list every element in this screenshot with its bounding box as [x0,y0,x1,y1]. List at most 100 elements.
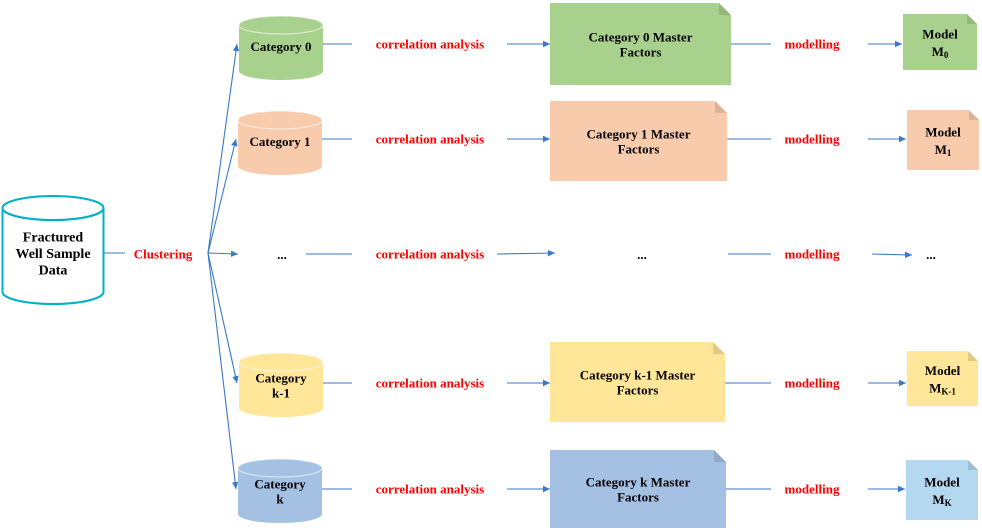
row-0-category-cylinder-top [238,15,324,35]
row-0-model-subscript: 0 [944,50,949,60]
row-0-factors-label-line: Category 0 Master [589,29,693,44]
row-3-model-note [907,351,978,406]
row-4-model-note-fold [968,460,978,470]
row-1-model-note-shape [907,110,979,170]
row-0-model-symbol: M0 [932,44,949,61]
row-3-model-symbol: MK-1 [929,380,956,397]
row-1-model-symbol: M1 [935,142,952,159]
source-label-line: Data [39,263,68,278]
row-0-category-cylinder-body [239,25,323,80]
row-0-category-label: Category 0 [250,39,311,54]
row-0-category-label-line: Category 0 [250,39,311,54]
row-4-model-symbol-letter: M [932,492,944,507]
row-3-category-cylinder-body [239,362,323,417]
row-1-model-note [907,110,979,170]
row-3-model-subscript: K-1 [941,387,956,397]
row-0-model-title: Model [922,27,958,42]
row-3-category-cylinder [238,352,324,417]
clustering-to-row-1-arrow [207,138,238,254]
row-0-model-note-fold [967,14,977,24]
clustering-to-row-2-arrow [207,250,239,257]
row-3-model-note-fold [968,351,978,361]
row-1-modelling-label: modelling [785,132,840,147]
clustering-label: Clustering [134,247,193,262]
row-4-category-label-line: k [276,491,284,506]
clustering-to-row-0-arrow [207,43,240,254]
row-4-model-subscript: K [945,498,952,508]
row-4-model-symbol: MK [932,492,951,509]
row-1-category-label: Category 1 [249,134,310,149]
row-0-analysis-label: correlation analysis [376,37,484,52]
row-4-factors-note-fold [714,450,726,462]
row-4-category-cylinder-body [238,468,322,523]
row-0-factors-label-line: Factors [620,44,662,59]
row-3-factors-note-fold [713,342,725,354]
row-2-model-ellipsis: ... [926,247,936,262]
row-2-modelling-label: modelling [785,247,840,262]
row-4-factors-label-line: Factors [617,489,659,504]
row-3-category-cylinder-top [238,352,324,372]
row-3-analysis-label: correlation analysis [376,376,484,391]
row-2-analysis-label: correlation analysis [376,247,484,262]
row-3-modelling-label: modelling [785,376,840,391]
row-0-category-cylinder [238,15,324,80]
row-2-category-ellipsis: ... [277,247,287,262]
row-0-factors-note [550,3,731,85]
clustering-to-row-3-arrow [207,252,239,384]
row-4-factors-note-shape [550,450,726,528]
row-2-factors-ellipsis-line: ... [637,247,647,262]
row-0-modelling-label: modelling [785,37,840,52]
row-4-modelling-label: modelling [785,482,840,497]
row-1-model-note-fold [969,110,979,120]
row-1-model-subscript: 1 [947,148,952,158]
clustering-to-row-4-arrow [207,252,239,490]
row-4-analysis-label: correlation analysis [376,482,484,497]
source-label-line: Fractured [23,230,84,245]
row-1-factors-note-shape [550,101,727,181]
row-4-category-label-line: Category [254,476,306,491]
row-1-factors-label-line: Category 1 Master [587,126,691,141]
row-3-factors-note-shape [550,342,725,422]
row-3-model-note-shape [907,351,978,406]
row-4-category-cylinder [237,458,323,523]
row-4-model-title: Model [924,475,960,490]
row-4-model-note [906,460,978,520]
row-4-model-note-shape [906,460,978,520]
row-2-arrow-d [871,251,913,259]
row-4-category-cylinder-top [237,458,323,478]
row-3-category-label-line: k-1 [272,385,290,400]
row-2-arrow-b [496,249,556,257]
row-2-factors-ellipsis: ... [637,247,647,262]
row-3-factors-label-line: Category k-1 Master [580,367,696,382]
row-2-category-ellipsis-line: ... [277,247,287,262]
row-1-factors-note [550,101,727,181]
row-1-model-title: Model [925,125,961,140]
source-cylinder [1,195,105,305]
row-1-category-cylinder-top [237,110,323,130]
row-2-model-ellipsis-line: ... [926,247,936,262]
row-1-analysis-label: correlation analysis [376,132,484,147]
row-1-factors-label-line: Factors [618,141,660,156]
row-1-category-cylinder [237,110,323,175]
row-1-model-symbol-letter: M [935,142,947,157]
row-0-factors-note-fold [719,3,731,15]
row-3-category-label-line: Category [255,370,307,385]
row-3-model-symbol-letter: M [929,380,941,395]
row-0-factors-note-shape [550,3,731,85]
row-3-factors-label-line: Factors [617,382,659,397]
row-0-model-note [903,14,977,70]
row-4-factors-label-line: Category k Master [586,474,691,489]
row-1-category-label-line: Category 1 [249,134,310,149]
row-0-model-note-shape [903,14,977,70]
source-cylinder-top [1,195,105,221]
row-0-model-symbol-letter: M [932,44,944,59]
source-label-line: Well Sample [15,247,90,262]
